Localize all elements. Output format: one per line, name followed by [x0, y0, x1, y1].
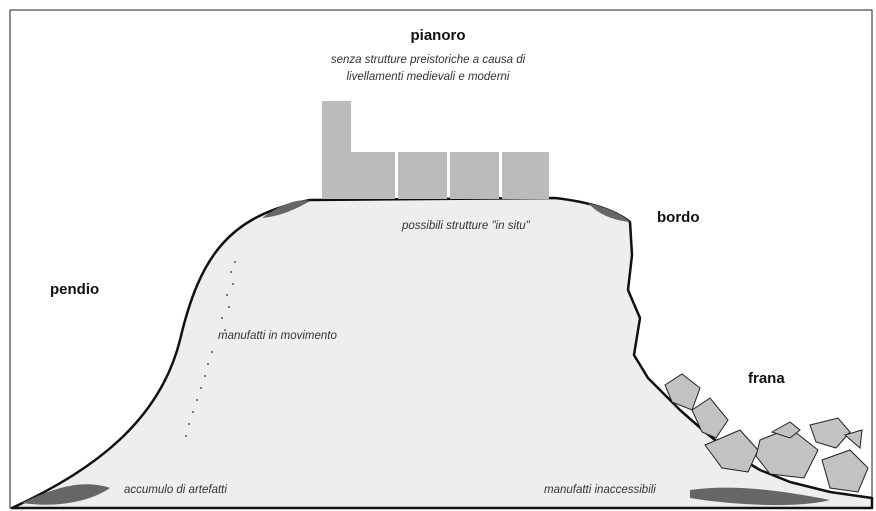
inaccessible-artefacts-deposit: [690, 487, 830, 506]
artefact-accumulation-deposit: [22, 484, 110, 505]
medieval-building: [322, 101, 549, 199]
ground-profile: [10, 196, 874, 510]
label-pianoro: pianoro: [411, 27, 466, 44]
moving-artefacts-dots: [185, 261, 236, 437]
edge-deposit-left: [262, 200, 310, 218]
building-tower: [322, 101, 351, 199]
landslide-debris: [664, 373, 869, 493]
label-pianoro-note-line1: senza strutture preistoriche a causa di: [331, 54, 526, 66]
building-block-3: [450, 152, 499, 199]
edge-deposit-right: [588, 203, 630, 222]
building-block-1: [351, 152, 395, 199]
label-pendio: pendio: [50, 281, 99, 298]
building-block-4: [502, 152, 549, 199]
label-pianoro-note-line2: livellamenti medievali e moderni: [347, 71, 510, 83]
label-accumulo-di-artefatti: accumulo di artefatti: [124, 484, 227, 496]
label-manufatti-in-movimento: manufatti in movimento: [218, 330, 337, 342]
label-manufatti-inaccessibili: manufatti inaccessibili: [544, 484, 656, 496]
label-frana: frana: [748, 370, 785, 387]
building-block-2: [398, 152, 447, 199]
label-bordo: bordo: [657, 209, 700, 226]
label-strutture-in-situ: possibili strutture "in situ": [401, 220, 531, 232]
